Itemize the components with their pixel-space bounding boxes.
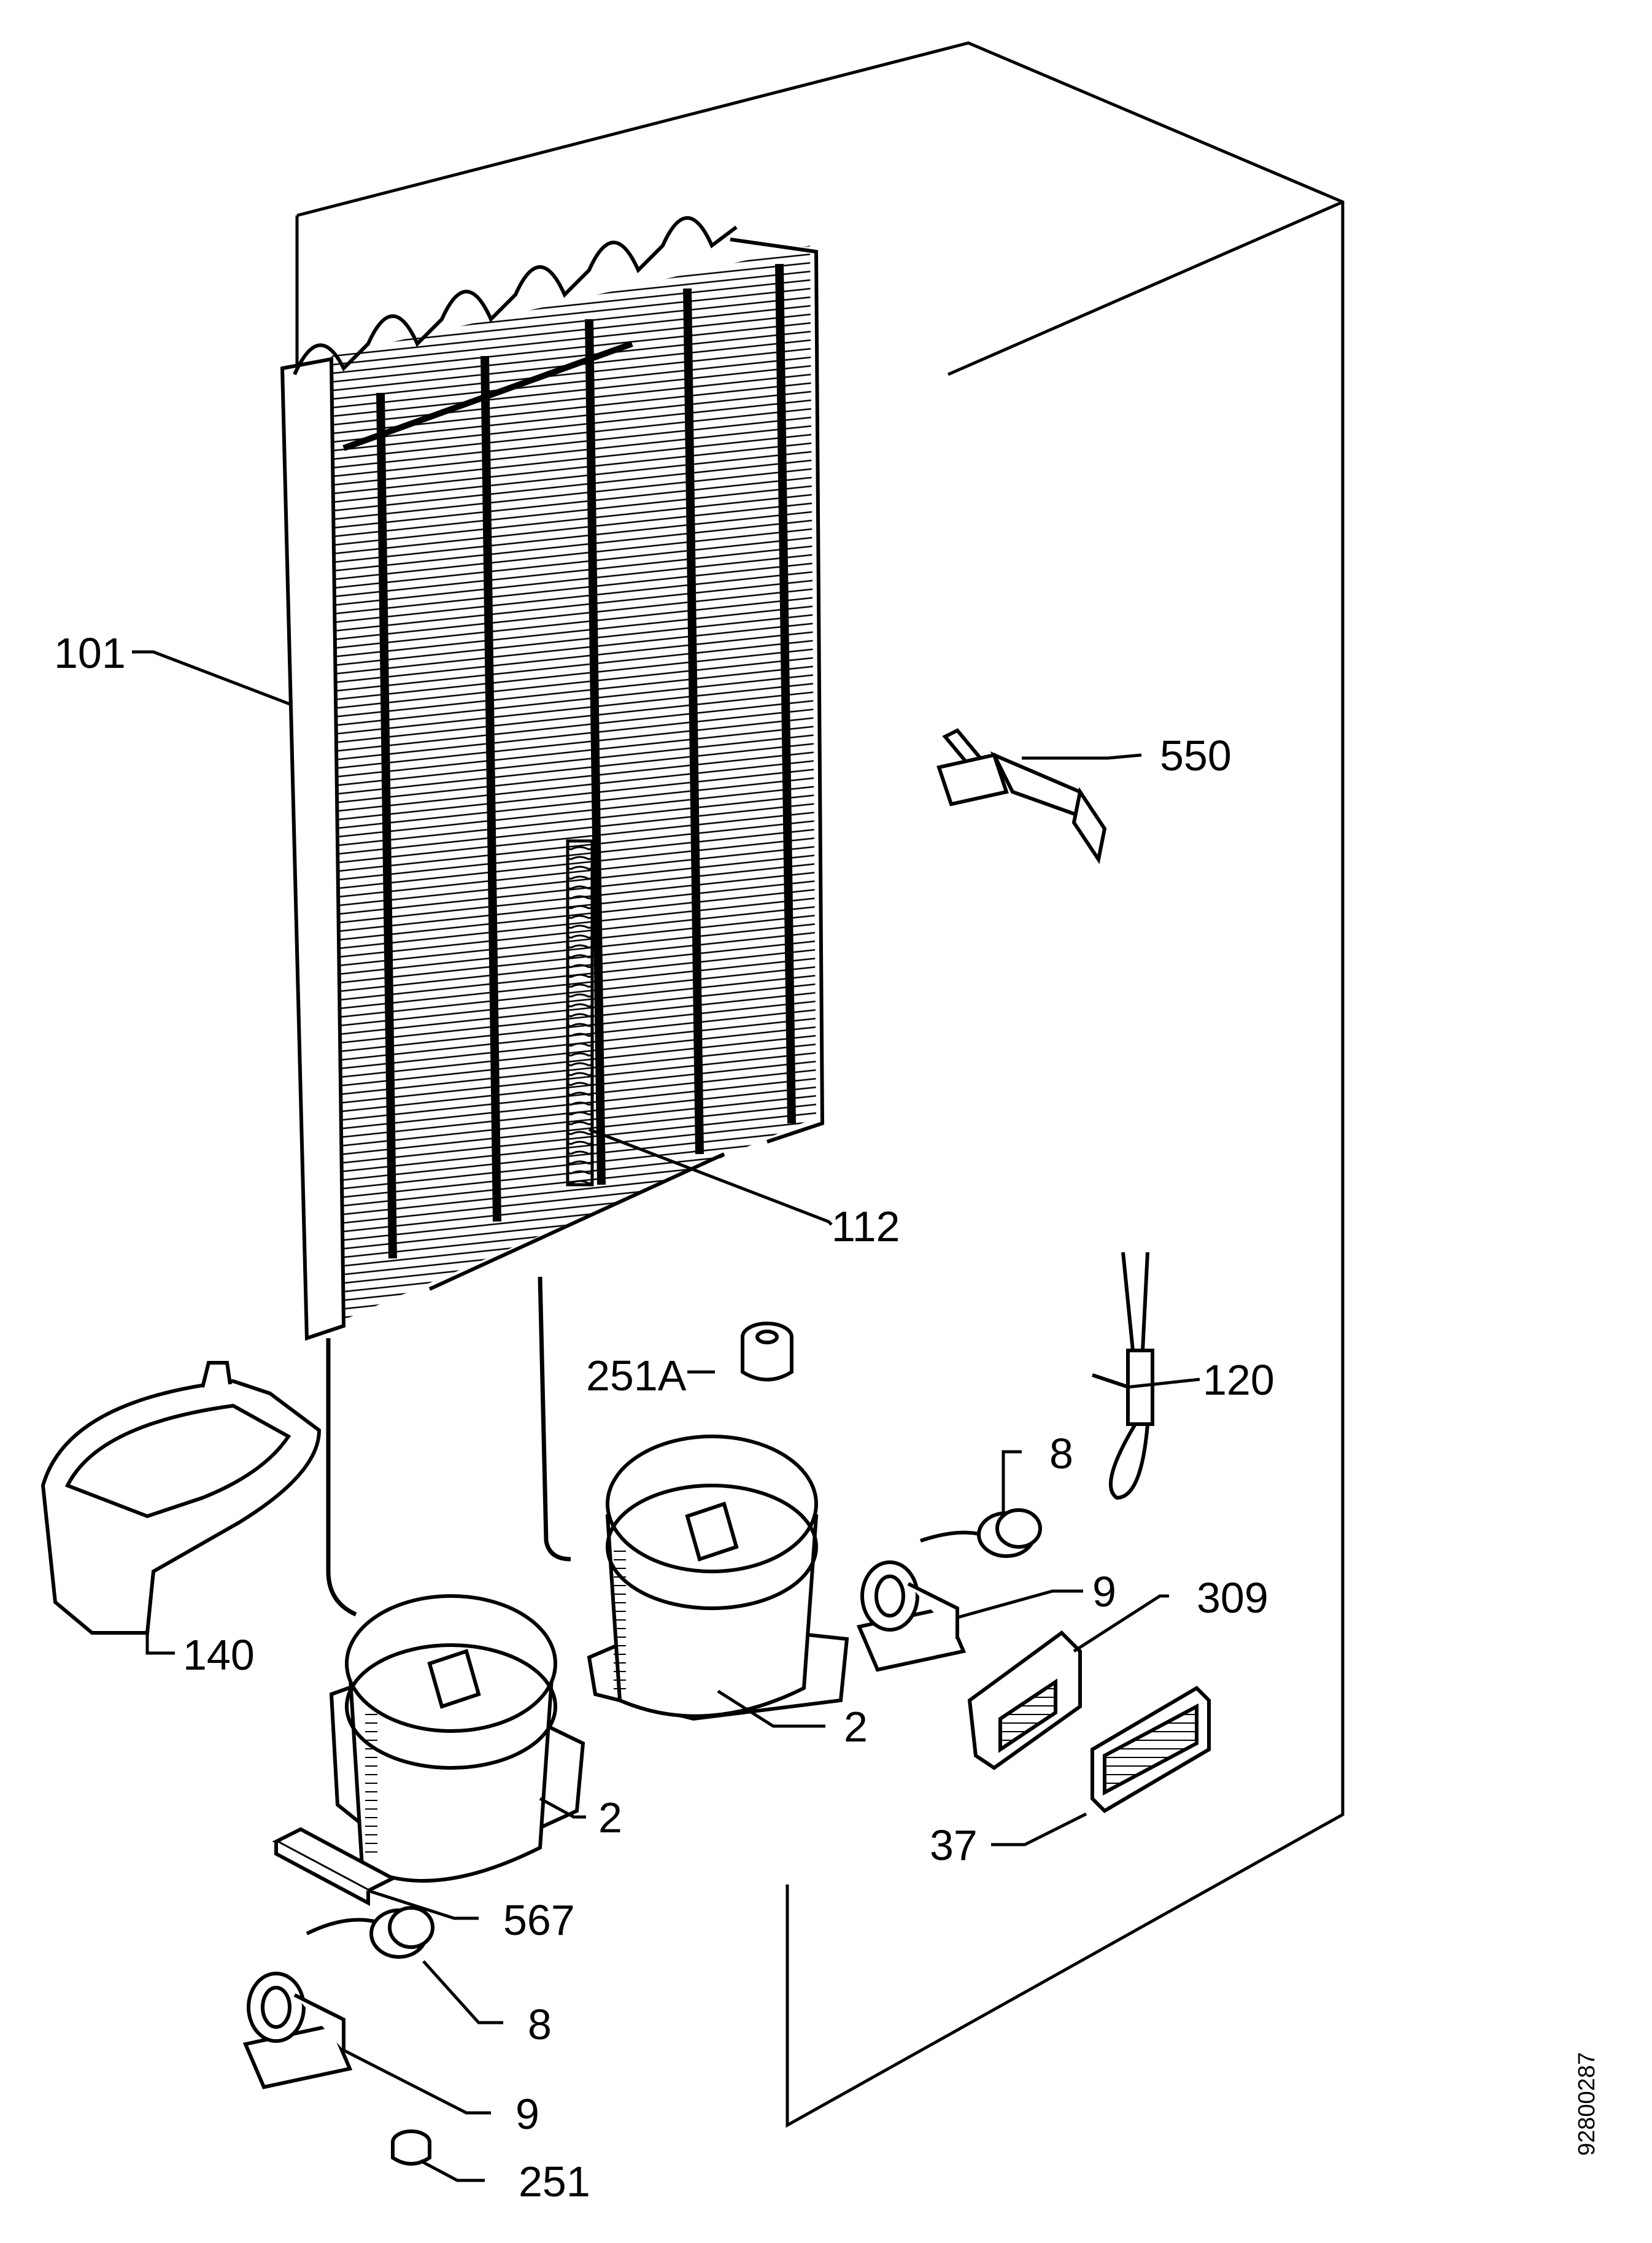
thermal-protector-8-upper bbox=[920, 1508, 1042, 1558]
refrigerant-pipes bbox=[326, 1276, 571, 1617]
label-101: 101 bbox=[54, 629, 126, 677]
grommet-251a bbox=[741, 1322, 793, 1382]
bracket-550 bbox=[936, 728, 1107, 864]
part-labels: 101 550 112 251A 120 8 9 309 140 2 2 37 … bbox=[54, 629, 1275, 2206]
label-8-upper: 8 bbox=[1049, 1430, 1073, 1478]
label-309: 309 bbox=[1197, 1574, 1268, 1622]
label-567: 567 bbox=[503, 1896, 575, 1944]
harness-120 bbox=[1092, 1252, 1154, 1500]
compressor-2-front bbox=[329, 1594, 585, 1883]
label-9-upper: 9 bbox=[1092, 1568, 1116, 1616]
start-relay-9-upper bbox=[856, 1560, 967, 1672]
label-550: 550 bbox=[1160, 732, 1232, 780]
leader-lines bbox=[132, 650, 1200, 2182]
start-relay-9-lower bbox=[242, 1972, 353, 2090]
label-37: 37 bbox=[930, 1821, 978, 1869]
grommet-251 bbox=[391, 2129, 431, 2166]
drawing-code: 92800287 bbox=[1574, 2052, 1600, 2156]
condenser bbox=[280, 216, 825, 1341]
label-112: 112 bbox=[832, 1203, 900, 1250]
label-251a: 251A bbox=[586, 1352, 687, 1400]
label-120: 120 bbox=[1203, 1356, 1275, 1404]
drip-tray-140 bbox=[41, 1361, 322, 1635]
drier-coil bbox=[566, 839, 594, 1187]
label-251: 251 bbox=[519, 2158, 590, 2206]
electronic-board-309 bbox=[967, 1630, 1082, 1770]
label-2-back: 2 bbox=[844, 1703, 868, 1751]
control-panel-37 bbox=[1090, 1686, 1211, 1813]
label-9-lower: 9 bbox=[515, 2090, 539, 2138]
mounting-plate-567 bbox=[272, 1827, 397, 1906]
thermal-protector-8-lower bbox=[306, 1906, 434, 1959]
label-8-lower: 8 bbox=[528, 2001, 552, 2048]
label-2-front: 2 bbox=[598, 1794, 622, 1842]
label-140: 140 bbox=[183, 1631, 255, 1679]
compressor-2-back bbox=[587, 1435, 849, 1721]
